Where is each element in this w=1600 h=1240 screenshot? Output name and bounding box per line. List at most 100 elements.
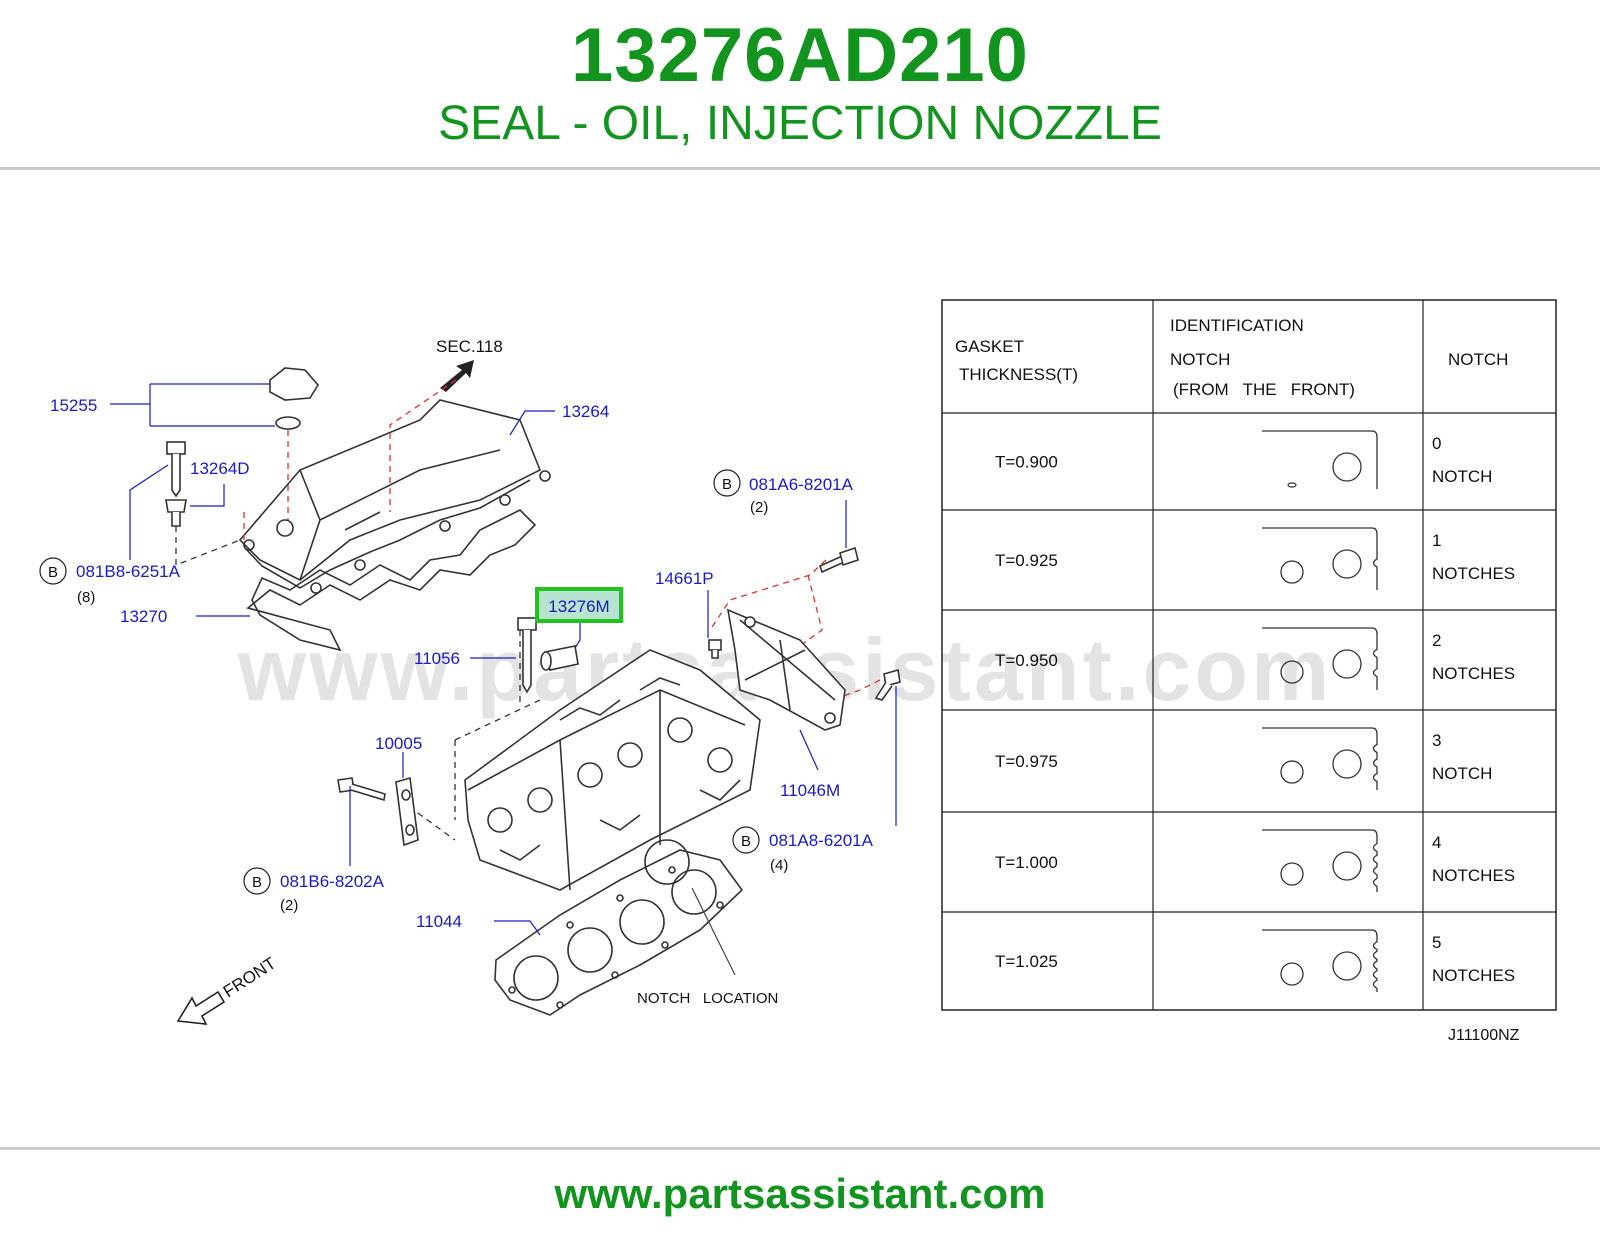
gasket-bore-hole — [1332, 649, 1362, 679]
notch-identification-sketch — [1262, 829, 1378, 892]
callout-labels: 15255 13264 13264D 081B8-6251A 13270 081… — [50, 396, 874, 931]
callout-081B6-8202A: 081B6-8202A — [280, 872, 385, 891]
bolt-marker-b-081A6 — [713, 469, 741, 497]
bolt-markers — [39, 469, 760, 895]
notch-unit: NOTCHES — [1432, 664, 1515, 683]
footer-url[interactable]: www.partsassistant.com — [554, 1170, 1046, 1217]
notch-count: 5 — [1432, 933, 1441, 952]
bolt-marker-letter: B — [48, 564, 58, 581]
notch-unit: NOTCH — [1432, 764, 1492, 783]
gasket-small-hole — [1280, 760, 1304, 784]
qty-081B8: (8) — [77, 589, 95, 606]
callout-13276M[interactable]: 13276M — [548, 597, 609, 616]
page-header: 13276AD210 SEAL - OIL, INJECTION NOZZLE — [0, 0, 1600, 168]
header-thickness-line1: GASKET — [955, 337, 1024, 356]
bolt-marker-b-081B8 — [39, 557, 67, 585]
callout-081A8-6201A: 081A8-6201A — [769, 831, 874, 850]
part-number-title: 13276AD210 — [571, 13, 1029, 98]
thickness-value: T=1.025 — [995, 952, 1058, 971]
bolt-081A6-drawing — [819, 546, 859, 574]
thickness-value: T=0.900 — [995, 453, 1058, 472]
qty-081A6: (2) — [750, 499, 768, 516]
bolt-13264D-drawing — [165, 441, 187, 527]
notch-location-leader — [691, 887, 736, 976]
part-14661P-drawing — [708, 639, 722, 659]
quantity-labels: (8) (2) (4) (2) — [77, 499, 788, 914]
front-label: FRONT — [220, 954, 279, 1002]
callout-13270: 13270 — [120, 607, 167, 626]
header-divider — [0, 167, 1600, 170]
notch-unit: NOTCH — [1432, 467, 1492, 486]
notch-count: 1 — [1432, 531, 1441, 550]
callout-13264D: 13264D — [190, 459, 250, 478]
gasket-10005-drawing — [395, 776, 419, 847]
diagram-svg: www.partsassistant.com SEC.118 — [39, 299, 1557, 1044]
bolt-081B6-drawing — [337, 777, 386, 802]
gasket-bore-hole — [1332, 749, 1362, 779]
parts-diagram: www.partsassistant.com SEC.118 — [0, 170, 1600, 1145]
notch-unit: NOTCHES — [1432, 866, 1515, 885]
callout-14661P: 14661P — [655, 569, 714, 588]
callout-11056: 11056 — [414, 649, 460, 668]
gasket-edge-outline — [1262, 430, 1378, 489]
head-gasket-drawing — [494, 839, 744, 1016]
bolt-marker-b-081B6 — [243, 867, 271, 895]
head-bolt-drawing — [517, 617, 537, 694]
callout-13264: 13264 — [562, 402, 609, 421]
footer-divider — [0, 1147, 1600, 1150]
gasket-edge-outline — [1262, 929, 1378, 992]
gasket-edge-outline — [1262, 627, 1378, 690]
cylinder-head-drawing — [464, 649, 761, 891]
bolt-081A8-drawing — [874, 668, 901, 701]
gasket-small-hole — [1280, 862, 1304, 886]
sec-118-arrow — [440, 360, 474, 392]
gasket-bore-hole — [1332, 452, 1362, 482]
gasket-bore-hole — [1332, 851, 1362, 881]
bolt-marker-letter: B — [741, 833, 751, 850]
header-thickness-line2: THICKNESS(T) — [959, 365, 1078, 384]
notch-identification-sketch — [1262, 430, 1378, 489]
part-name-subtitle: SEAL - OIL, INJECTION NOZZLE — [438, 97, 1162, 150]
gasket-small-hole — [1287, 482, 1297, 488]
gasket-thickness-table: GASKET THICKNESS(T) IDENTIFICATION NOTCH… — [941, 299, 1557, 1011]
thickness-value: T=0.925 — [995, 551, 1058, 570]
bracket-11046M-drawing — [726, 608, 846, 731]
rocker-gasket-drawing — [246, 509, 537, 652]
gasket-small-hole — [1280, 560, 1304, 584]
gasket-edge-outline — [1262, 829, 1378, 892]
header-notch: NOTCH — [1448, 350, 1508, 369]
bolt-marker-letter: B — [252, 874, 262, 891]
sec-118-label: SEC.118 — [436, 337, 503, 356]
highlight-box-13276M — [535, 587, 623, 623]
gasket-small-hole — [1280, 660, 1304, 684]
thickness-value: T=0.975 — [995, 752, 1058, 771]
header-ident-line1: IDENTIFICATION — [1170, 316, 1304, 335]
bolt-marker-letters: B B B B — [48, 476, 751, 891]
notch-unit: NOTCHES — [1432, 564, 1515, 583]
bolt-marker-letter: B — [722, 476, 732, 493]
thickness-value: T=1.000 — [995, 853, 1058, 872]
injector-seal-drawing — [540, 645, 579, 671]
notch-location-label: NOTCH LOCATION — [637, 990, 778, 1007]
header-ident-line2: NOTCH — [1170, 350, 1230, 369]
notch-identification-sketch — [1262, 627, 1378, 690]
thickness-value: T=0.950 — [995, 651, 1058, 670]
notch-identification-sketch — [1262, 929, 1378, 992]
callout-081A6-8201A: 081A6-8201A — [749, 475, 854, 494]
callout-10005: 10005 — [375, 734, 422, 753]
gasket-bore-hole — [1332, 951, 1362, 981]
notch-identification-sketch — [1262, 527, 1378, 590]
callout-11044: 11044 — [416, 912, 462, 931]
notch-count: 0 — [1432, 434, 1441, 453]
notch-count: 2 — [1432, 631, 1441, 650]
gasket-edge-outline — [1262, 527, 1378, 590]
notch-count: 3 — [1432, 731, 1441, 750]
header-ident-line3: (FROM THE FRONT) — [1173, 380, 1355, 399]
qty-081A8: (4) — [770, 857, 788, 874]
notch-identification-sketch — [1262, 727, 1378, 790]
notch-count: 4 — [1432, 833, 1441, 852]
